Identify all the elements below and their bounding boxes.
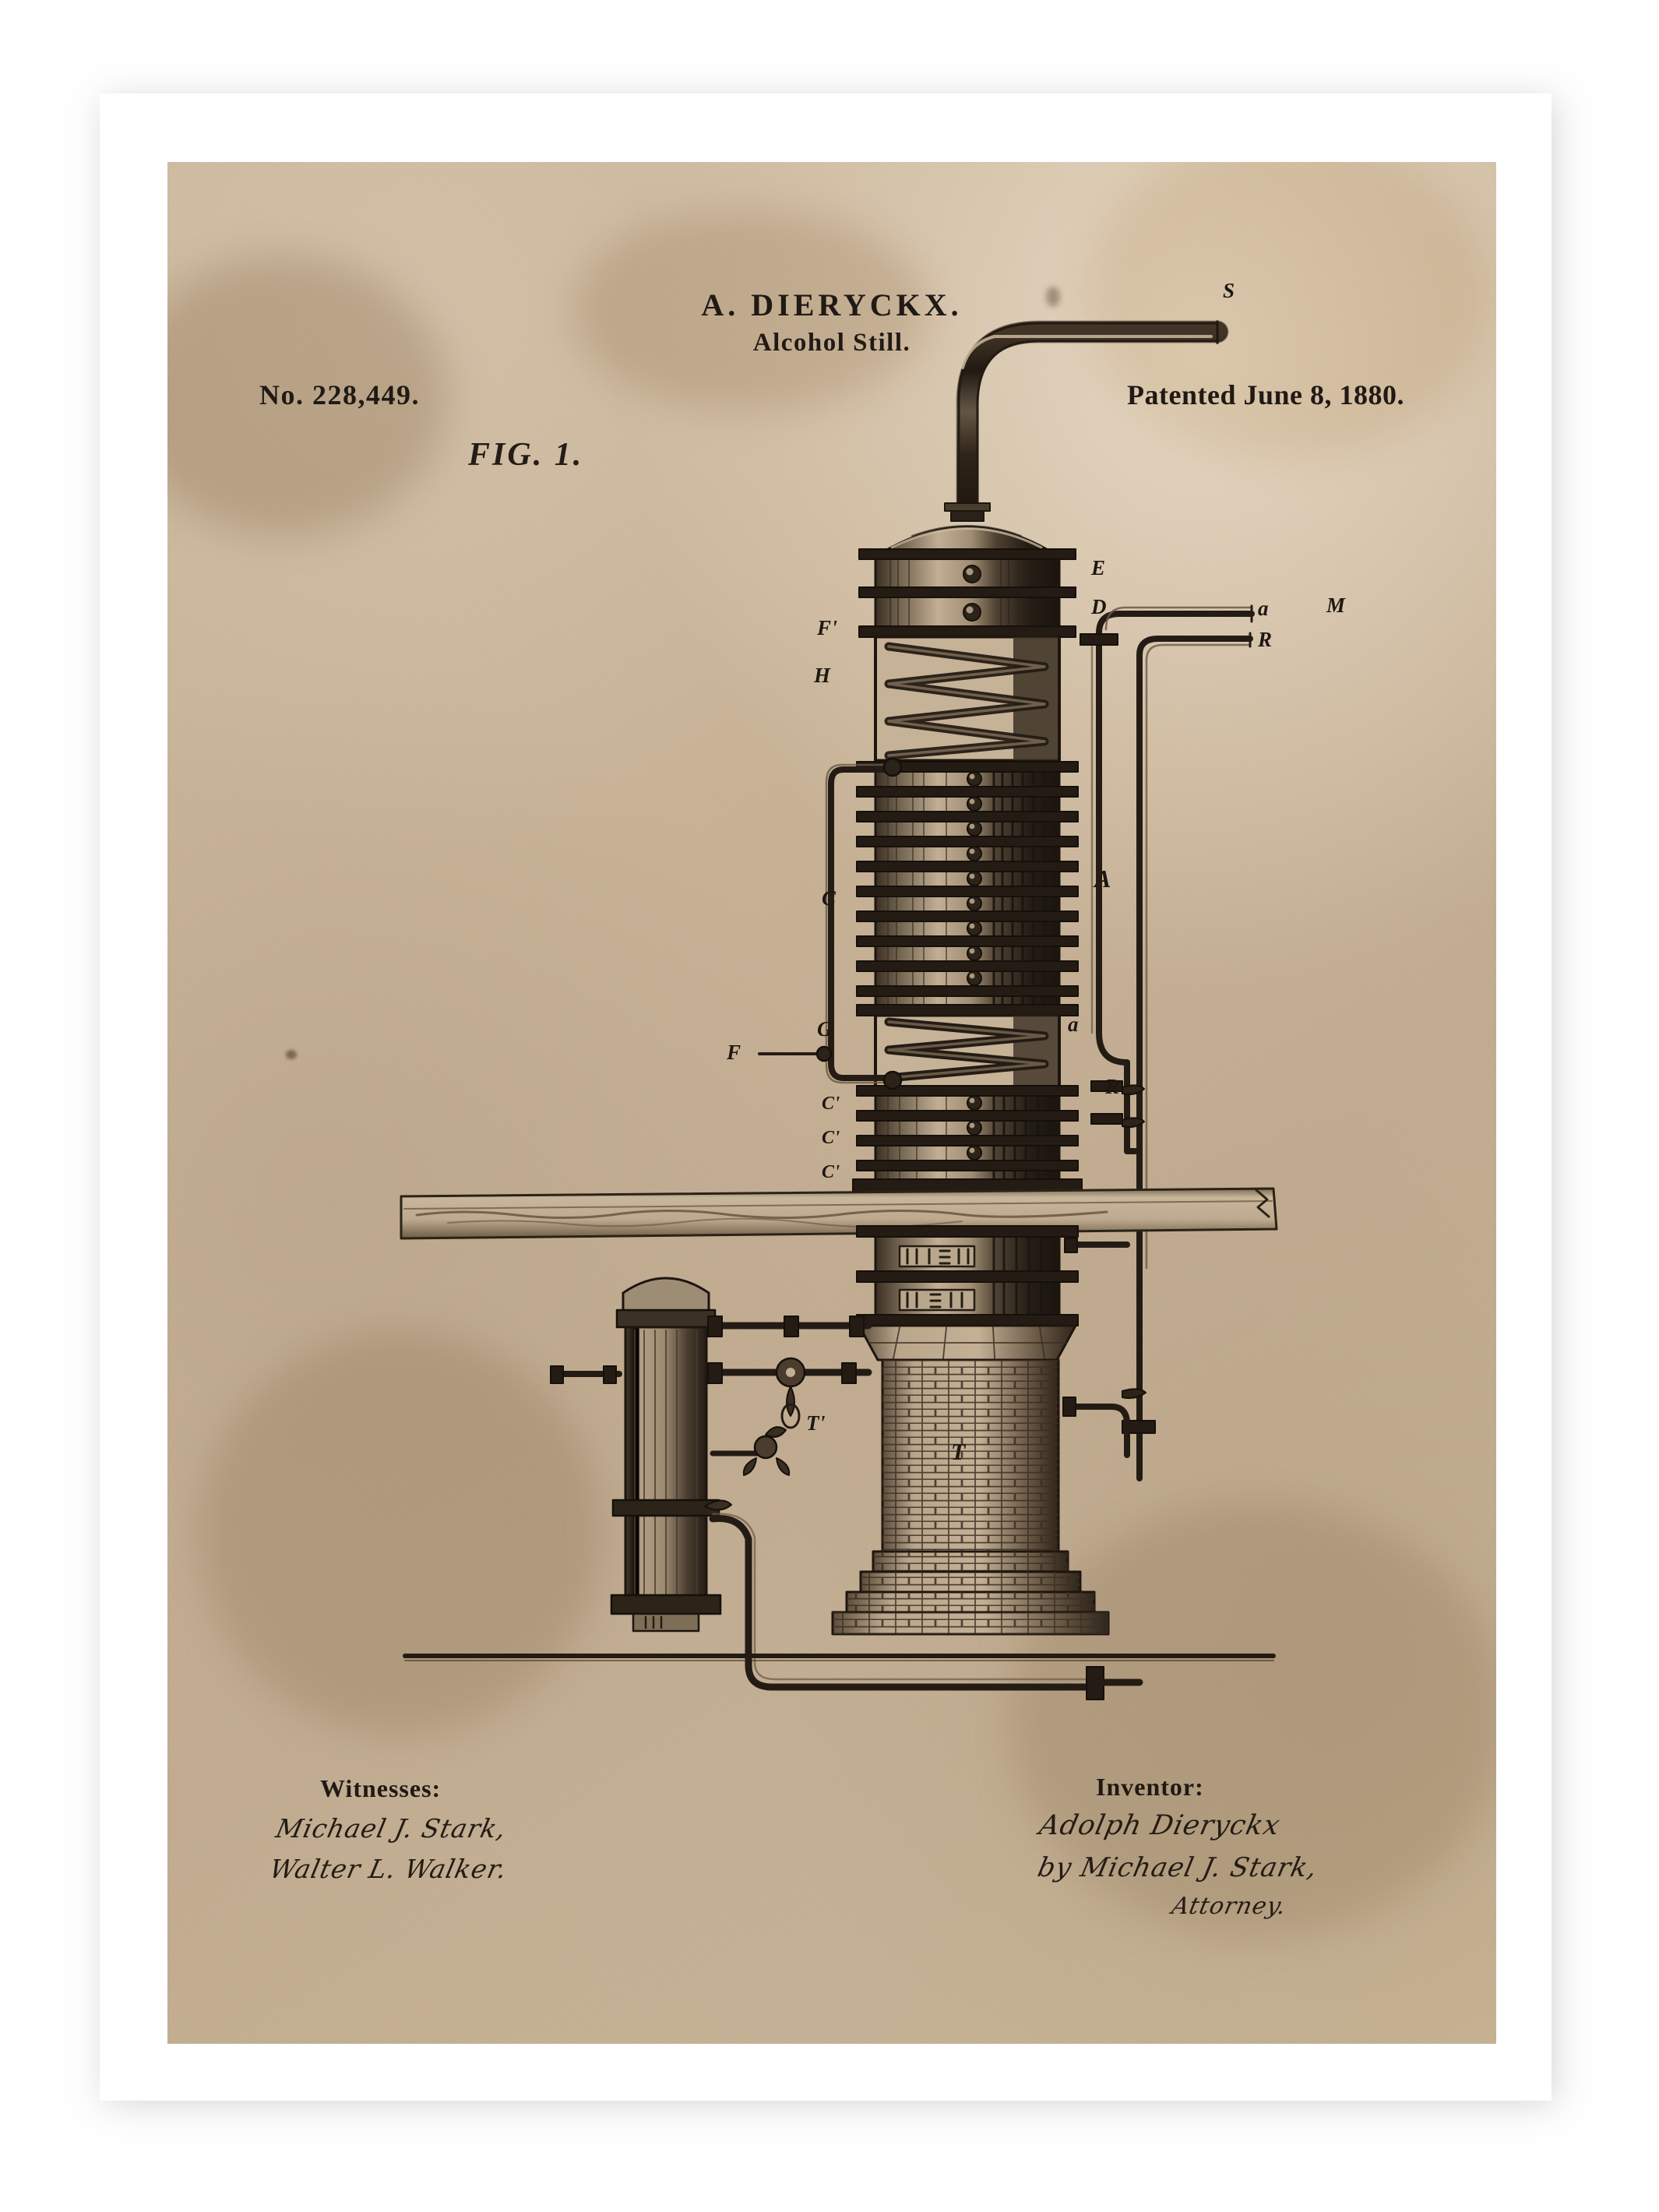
figure-label: FIG. 1. <box>468 437 584 473</box>
vapor-outlet-pipe-S <box>959 322 1217 512</box>
paper-stain-1 <box>167 255 448 536</box>
label-C-prime: C' <box>822 1094 840 1114</box>
aged-paper-sheet: A. DIERYCKX. Alcohol Still. No. 228,449.… <box>167 162 1496 2044</box>
paper-stain-4 <box>1009 1502 1496 1938</box>
page-subtitle-subject: Alcohol Still. <box>752 329 911 357</box>
left-upright-vessel <box>551 1278 720 1631</box>
label-E: E <box>1091 556 1106 579</box>
draw-off-tap <box>713 1427 789 1475</box>
inventor-by-attorney-signature: by Michael J. Stark, <box>1034 1852 1321 1883</box>
right-down-pipe <box>1063 1389 1146 1455</box>
patent-number: No. 228,449. <box>259 379 420 410</box>
paper-stain-2 <box>1087 162 1492 458</box>
paper-fleck-1 <box>286 1050 297 1059</box>
label-R-lower: R <box>1105 1075 1120 1098</box>
bypass-pipe-F <box>759 759 901 1089</box>
label-R-upper: R <box>1258 628 1273 651</box>
page-title-inventor: A. DIERYCKX. <box>701 287 963 322</box>
upper-coil-chamber-H <box>875 637 1059 760</box>
underground-drain-pipe <box>705 1500 1139 1700</box>
witness-signature-1: Michael J. Stark, <box>273 1813 509 1844</box>
ground-line <box>405 1656 1273 1661</box>
label-G: G <box>817 1017 833 1041</box>
right-side-piping <box>1057 606 1252 1478</box>
label-H: H <box>814 664 831 687</box>
still-lower-body <box>857 1226 1078 1326</box>
label-M: M <box>1326 594 1346 617</box>
label-F: F <box>727 1041 741 1064</box>
base-pipework <box>705 1316 1146 1700</box>
label-a-lower: a <box>1068 1013 1079 1036</box>
label-S: S <box>1223 279 1235 302</box>
patent-figure-drawing <box>167 162 1496 2044</box>
label-C-triple-prime: C' <box>822 1162 840 1182</box>
wooden-floor-platform <box>401 1189 1277 1238</box>
paper-fleck-3 <box>1046 287 1060 307</box>
label-T-prime: T' <box>806 1411 826 1435</box>
label-A: A <box>1094 865 1111 893</box>
label-C: C <box>822 886 837 910</box>
paper-stain-3 <box>199 1330 604 1735</box>
inventor-signature: Adolph Dieryckx <box>1036 1810 1284 1841</box>
label-a-upper: a <box>1258 597 1269 620</box>
brick-furnace-T <box>833 1326 1108 1634</box>
patent-date: Patented June 8, 1880. <box>1127 379 1404 410</box>
gooseneck-flange <box>945 503 990 521</box>
still-dome-head <box>878 526 1057 555</box>
label-T: T <box>951 1439 966 1465</box>
lower-coil-chamber-G <box>875 1016 1059 1089</box>
witnesses-heading: Witnesses: <box>320 1774 442 1802</box>
paper-stain-5 <box>572 209 931 411</box>
inventor-heading: Inventor: <box>1096 1773 1204 1801</box>
label-C-double-prime: C' <box>822 1128 840 1148</box>
label-F-prime: F' <box>817 616 838 639</box>
attorney-label: Attorney. <box>1169 1893 1289 1920</box>
witness-signature-2: Walter L. Walker. <box>266 1854 510 1884</box>
upper-chamber-flanges <box>859 549 1076 637</box>
lower-plate-sections <box>853 1086 1082 1192</box>
column-plate-flanges <box>857 762 1078 1016</box>
label-D: D <box>1091 595 1107 618</box>
